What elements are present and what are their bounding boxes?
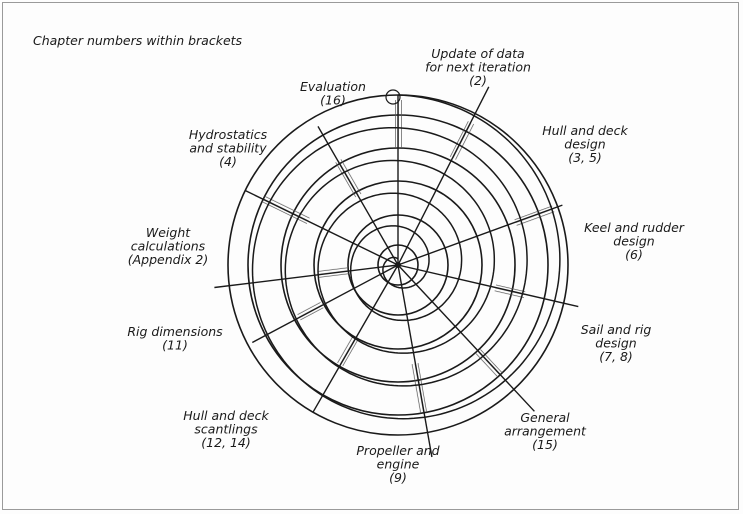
- spoke-5: [397, 264, 535, 412]
- label-hull-deck-design-line-3: (3, 5): [568, 150, 602, 165]
- spoke-2: [397, 86, 490, 266]
- label-update-line-3: (2): [469, 73, 487, 88]
- label-weight-line-2: calculations: [131, 239, 206, 254]
- spoke-11: [317, 126, 399, 266]
- label-general-arrangement-line-3: (15): [532, 437, 558, 452]
- label-keel-rudder-line-3: (6): [625, 247, 643, 262]
- spiral-start-marker: [385, 89, 401, 105]
- center-point: [395, 262, 401, 268]
- label-sail-rig-line-3: (7, 8): [599, 349, 633, 364]
- label-hydrostatics-line-1: Hydrostatics: [189, 127, 268, 142]
- design-spiral-path: [251, 94, 561, 420]
- label-keel-rudder-line-1: Keel and rudder: [584, 220, 685, 235]
- spoke-10: [244, 189, 399, 266]
- label-hull-deck-design-line-2: design: [564, 137, 606, 152]
- spoke-3: [397, 204, 563, 266]
- spoke-4: [397, 264, 579, 308]
- spoke-9: [214, 264, 399, 289]
- label-rig-dimensions-line-1: Rig dimensions: [127, 324, 223, 339]
- label-sail-rig-line-2: design: [595, 336, 637, 351]
- label-sail-rig-line-1: Sail and rig: [581, 322, 652, 337]
- spokes-group: [214, 86, 579, 458]
- label-evaluation-line-1: Evaluation: [300, 79, 366, 94]
- label-propeller-engine-line-2: engine: [377, 457, 420, 472]
- label-update-line-2: for next iteration: [425, 60, 531, 75]
- spoke-6: [397, 264, 433, 458]
- label-general-arrangement-line-1: General: [520, 410, 570, 425]
- label-scantlings-line-3: (12, 14): [201, 435, 251, 450]
- label-update-line-1: Update of data: [431, 46, 524, 61]
- label-hull-deck-design-line-1: Hull and deck: [542, 123, 628, 138]
- label-propeller-engine-line-3: (9): [389, 470, 407, 485]
- label-weight-line-1: Weight: [146, 225, 191, 240]
- label-scantlings-line-1: Hull and deck: [183, 408, 269, 423]
- spiral-group: [251, 89, 561, 420]
- label-evaluation-line-2: (16): [320, 93, 346, 108]
- label-propeller-engine-line-1: Propeller and: [356, 443, 439, 458]
- label-general-arrangement-line-2: arrangement: [504, 424, 587, 439]
- header-note: Chapter numbers within brackets: [33, 33, 243, 48]
- label-keel-rudder-line-2: design: [613, 234, 655, 249]
- label-hydrostatics-line-3: (4): [219, 154, 237, 169]
- label-weight-line-3: (Appendix 2): [128, 252, 209, 267]
- label-rig-dimensions-line-2: (11): [162, 338, 188, 353]
- label-hydrostatics-line-2: and stability: [189, 141, 267, 156]
- label-scantlings-line-2: scantlings: [194, 422, 258, 437]
